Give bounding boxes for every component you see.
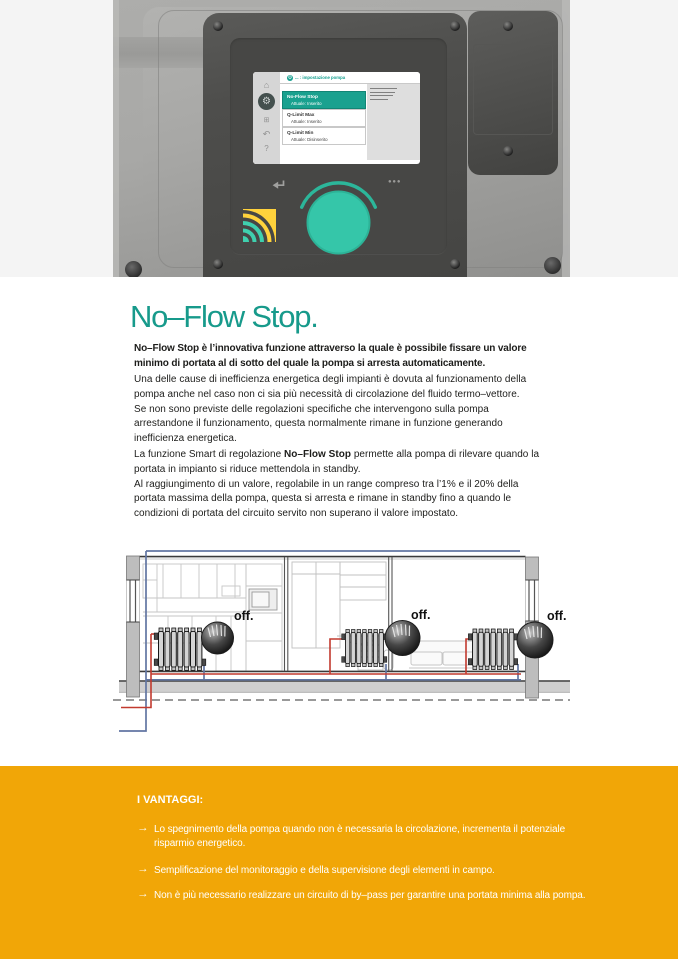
svg-text:off.: off. [411, 608, 430, 622]
svg-text:off.: off. [234, 609, 253, 623]
svg-text:off.: off. [547, 609, 566, 623]
